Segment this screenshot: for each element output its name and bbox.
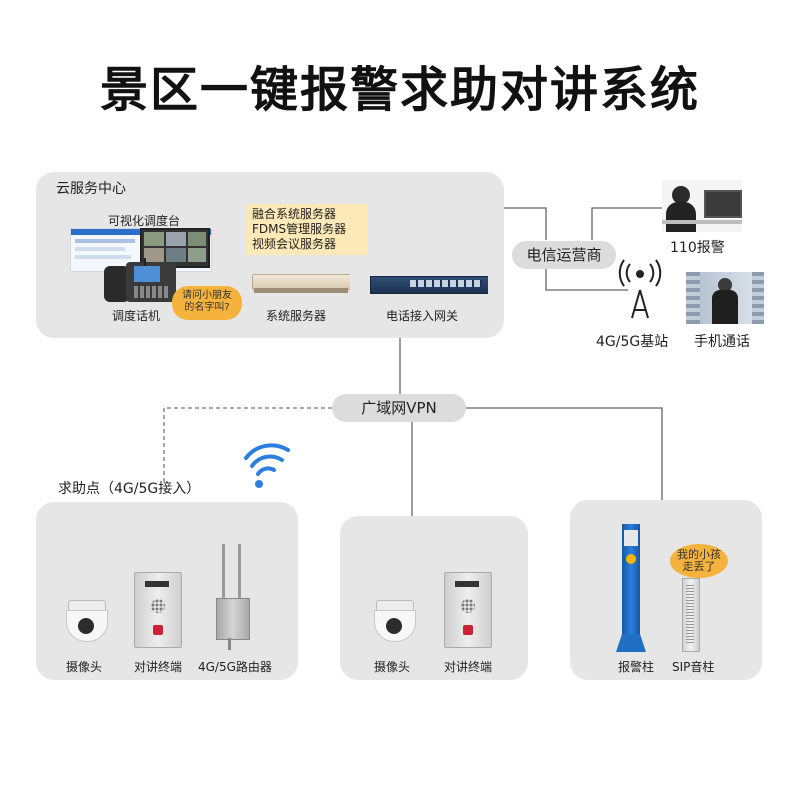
dispatch-phone-image — [104, 258, 176, 304]
phone-gateway-image — [370, 272, 488, 298]
intercom-label-site1: 对讲终端 — [134, 660, 183, 674]
police-110-label: 110报警 — [670, 240, 725, 256]
camera-image-site2 — [372, 600, 416, 642]
base-station-label: 4G/5G基站 — [596, 334, 669, 350]
dispatch-phone-label: 调度话机 — [112, 309, 161, 323]
intercom-image — [134, 572, 182, 648]
carrier-node: 电信运营商 — [512, 241, 616, 269]
help-point-label: 求助点（4G/5G接入） — [58, 481, 201, 497]
site-panel-2 — [340, 516, 528, 680]
alarm-pillar-image — [616, 524, 646, 652]
router-image — [210, 544, 254, 654]
camera-label-site1: 摄像头 — [66, 660, 103, 674]
intercom-image-site2 — [444, 572, 492, 648]
camera-image — [64, 600, 108, 642]
server-video-conf-label: 视频会议服务器 — [252, 237, 337, 251]
server-fusion-label: 融合系统服务器 — [252, 207, 337, 221]
servers-note: 融合系统服务器 FDMS管理服务器 视频会议服务器 — [246, 204, 368, 255]
speech-bubble-lost-child: 我的小孩走丢了 — [670, 544, 728, 578]
sip-speaker-image — [682, 578, 700, 652]
speech-bubble-child-name: 请问小朋友的名字叫? — [172, 286, 242, 320]
site-panel-3 — [570, 500, 762, 680]
camera-label-site2: 摄像头 — [374, 660, 411, 674]
system-server-label: 系统服务器 — [266, 309, 327, 323]
page-title: 景区一键报警求助对讲系统 — [99, 62, 700, 118]
mobile-call-image — [686, 272, 764, 324]
intercom-label-site2: 对讲终端 — [444, 660, 493, 674]
mobile-call-label: 手机通话 — [694, 334, 750, 350]
phone-gateway-label: 电话接入网关 — [386, 309, 459, 323]
system-server-image — [252, 270, 350, 296]
vpn-node: 广域网VPN — [332, 394, 466, 422]
cloud-service-label: 云服务中心 — [56, 181, 126, 197]
sip-speaker-label: SIP音柱 — [672, 660, 715, 674]
router-label-site1: 4G/5G路由器 — [198, 660, 272, 674]
police-110-image — [662, 180, 742, 232]
server-fdms-label: FDMS管理服务器 — [252, 222, 347, 236]
alarm-pillar-label: 报警柱 — [618, 660, 655, 674]
console-label: 可视化调度台 — [108, 214, 181, 228]
